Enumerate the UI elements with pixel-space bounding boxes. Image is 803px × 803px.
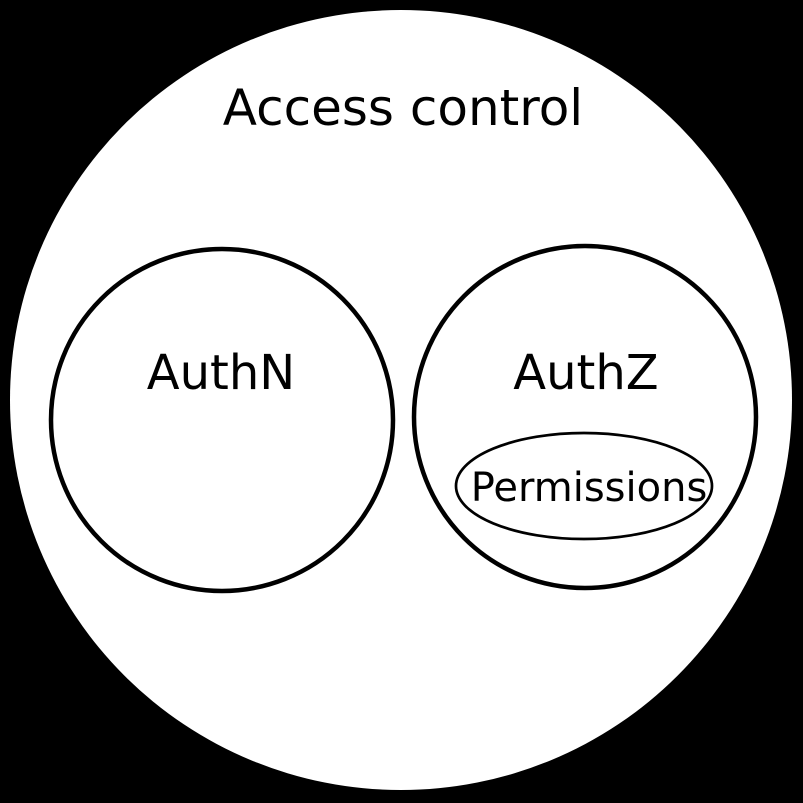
authz-circle — [411, 243, 759, 591]
authn-circle — [48, 246, 396, 594]
permissions-label: Permissions — [471, 465, 708, 511]
authn-label: AuthN — [147, 345, 295, 401]
diagram-title: Access control — [223, 79, 583, 137]
authz-label: AuthZ — [513, 345, 658, 401]
access-control-ellipse — [10, 10, 792, 790]
permissions-ellipse — [454, 431, 714, 541]
